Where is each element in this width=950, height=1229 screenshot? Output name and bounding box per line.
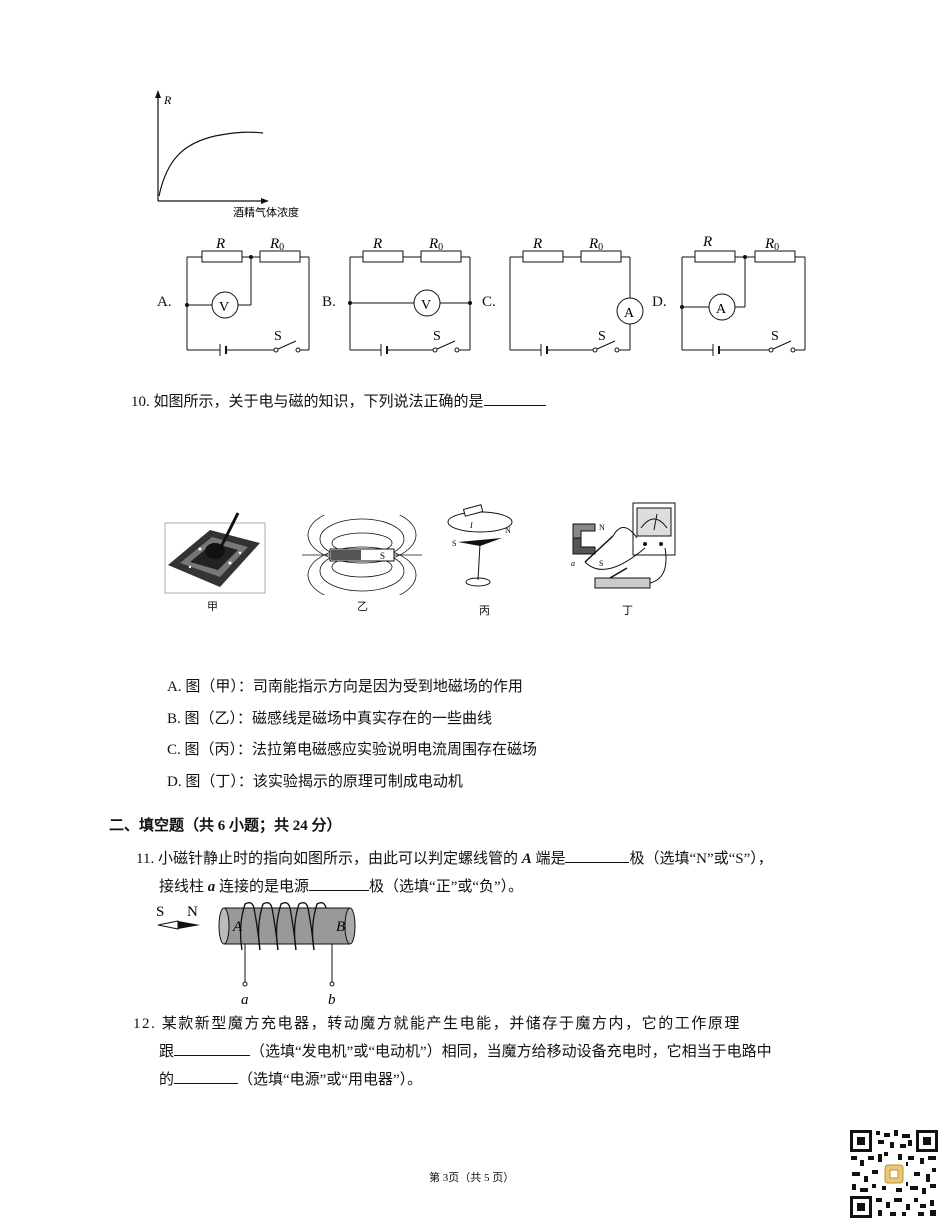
svg-text:I: I (469, 521, 473, 530)
svg-text:R0: R0 (588, 236, 603, 253)
figure-yi-caption: 乙 (357, 600, 368, 613)
svg-text:V: V (421, 298, 431, 313)
svg-text:A: A (716, 302, 727, 317)
q10-option-b: B. 图（乙）：磁感线是磁场中真实存在的一些曲线 (167, 711, 493, 727)
q10-answer-blank[interactable] (483, 391, 546, 406)
q10-option-d: D. 图（丁）：该实验揭示的原理可制成电动机 (167, 774, 463, 790)
r-concentration-graph: R 酒精气体浓度 (155, 90, 299, 219)
svg-text:R0: R0 (428, 236, 443, 253)
circuit-b: R R0 V S (348, 236, 472, 356)
figure-bing-oersted: I N S (447, 504, 513, 587)
circuit-c: R R0 A S (509, 236, 644, 356)
option-c-label: C. (482, 294, 496, 310)
figure-bing-caption: 丙 (479, 604, 490, 617)
svg-text:A: A (232, 919, 243, 935)
figure-solenoid: S N A B a b (156, 902, 356, 1008)
q11-blank-2[interactable] (309, 876, 370, 891)
figure-ding-induction: N S a (571, 502, 676, 589)
svg-text:b: b (328, 992, 336, 1008)
q10-option-c: C. 图（丙）：法拉第电磁感应实验说明电流周围存在磁场 (167, 742, 538, 758)
svg-text:R0: R0 (269, 236, 284, 253)
circuit-d: R R0 A S (680, 234, 806, 356)
q12-line-3: 的（选填“电源”或“用电器”）。 (159, 1069, 422, 1090)
q12-line-1: 12. 某款新型魔方充电器，转动魔方就能产生电能，并储存于魔方内，它的工作原理 (133, 1016, 741, 1032)
page-number: 第 3页（共 5 页） (429, 1172, 515, 1184)
svg-text:S: S (156, 904, 164, 920)
figure-jia-caption: 甲 (207, 600, 218, 613)
svg-text:S: S (433, 329, 441, 344)
svg-text:R: R (702, 234, 712, 250)
svg-text:N: N (187, 904, 198, 920)
svg-text:S: S (598, 329, 606, 344)
svg-text:S: S (599, 559, 603, 568)
svg-text:A: A (624, 306, 635, 321)
q12-blank-1[interactable] (174, 1041, 251, 1056)
option-a-label: A. (157, 294, 172, 310)
figure-ding-caption: 丁 (622, 604, 633, 617)
svg-text:N: N (599, 523, 605, 532)
svg-text:R: R (372, 236, 382, 252)
figure-jia-compass (164, 512, 266, 594)
q12-line-2: 跟（选填“发电机”或“电动机”）相同，当魔方给移动设备充电时，它相当于电路中 (159, 1041, 772, 1062)
svg-text:R: R (532, 236, 542, 252)
q10-option-a: A. 图（甲）：司南能指示方向是因为受到地磁场的作用 (167, 679, 523, 695)
q11-line-1: 11. 小磁针静止时的指向如图所示，由此可以判定螺线管的 A 端是极（选填“N”… (136, 848, 773, 869)
q10-stem: 10. 如图所示，关于电与磁的知识，下列说法正确的是 (131, 391, 546, 412)
option-d-label: D. (652, 294, 667, 310)
svg-text:S: S (274, 329, 282, 344)
svg-text:B: B (336, 919, 345, 935)
figure-yi-magnet-field: S (302, 515, 422, 595)
svg-text:R0: R0 (764, 236, 779, 253)
svg-text:a: a (241, 992, 249, 1008)
svg-text:S: S (380, 551, 385, 561)
svg-text:N: N (505, 526, 511, 535)
q11-line-2: 接线柱 a 连接的是电源极（选填“正”或“负”）。 (159, 876, 523, 897)
option-b-label: B. (322, 294, 336, 310)
svg-text:a: a (571, 559, 575, 568)
section-2-title: 二、填空题（共 6 小题；共 24 分） (109, 818, 342, 834)
svg-text:S: S (452, 539, 456, 548)
svg-text:R: R (215, 236, 225, 252)
graph-x-label: 酒精气体浓度 (233, 205, 299, 219)
q11-blank-1[interactable] (565, 848, 630, 863)
svg-text:V: V (219, 300, 229, 315)
q12-blank-2[interactable] (174, 1069, 239, 1084)
graph-y-label: R (163, 93, 172, 107)
circuit-a: R R0 V S (185, 236, 310, 356)
svg-text:S: S (771, 329, 779, 344)
qr-code[interactable] (848, 1128, 940, 1220)
